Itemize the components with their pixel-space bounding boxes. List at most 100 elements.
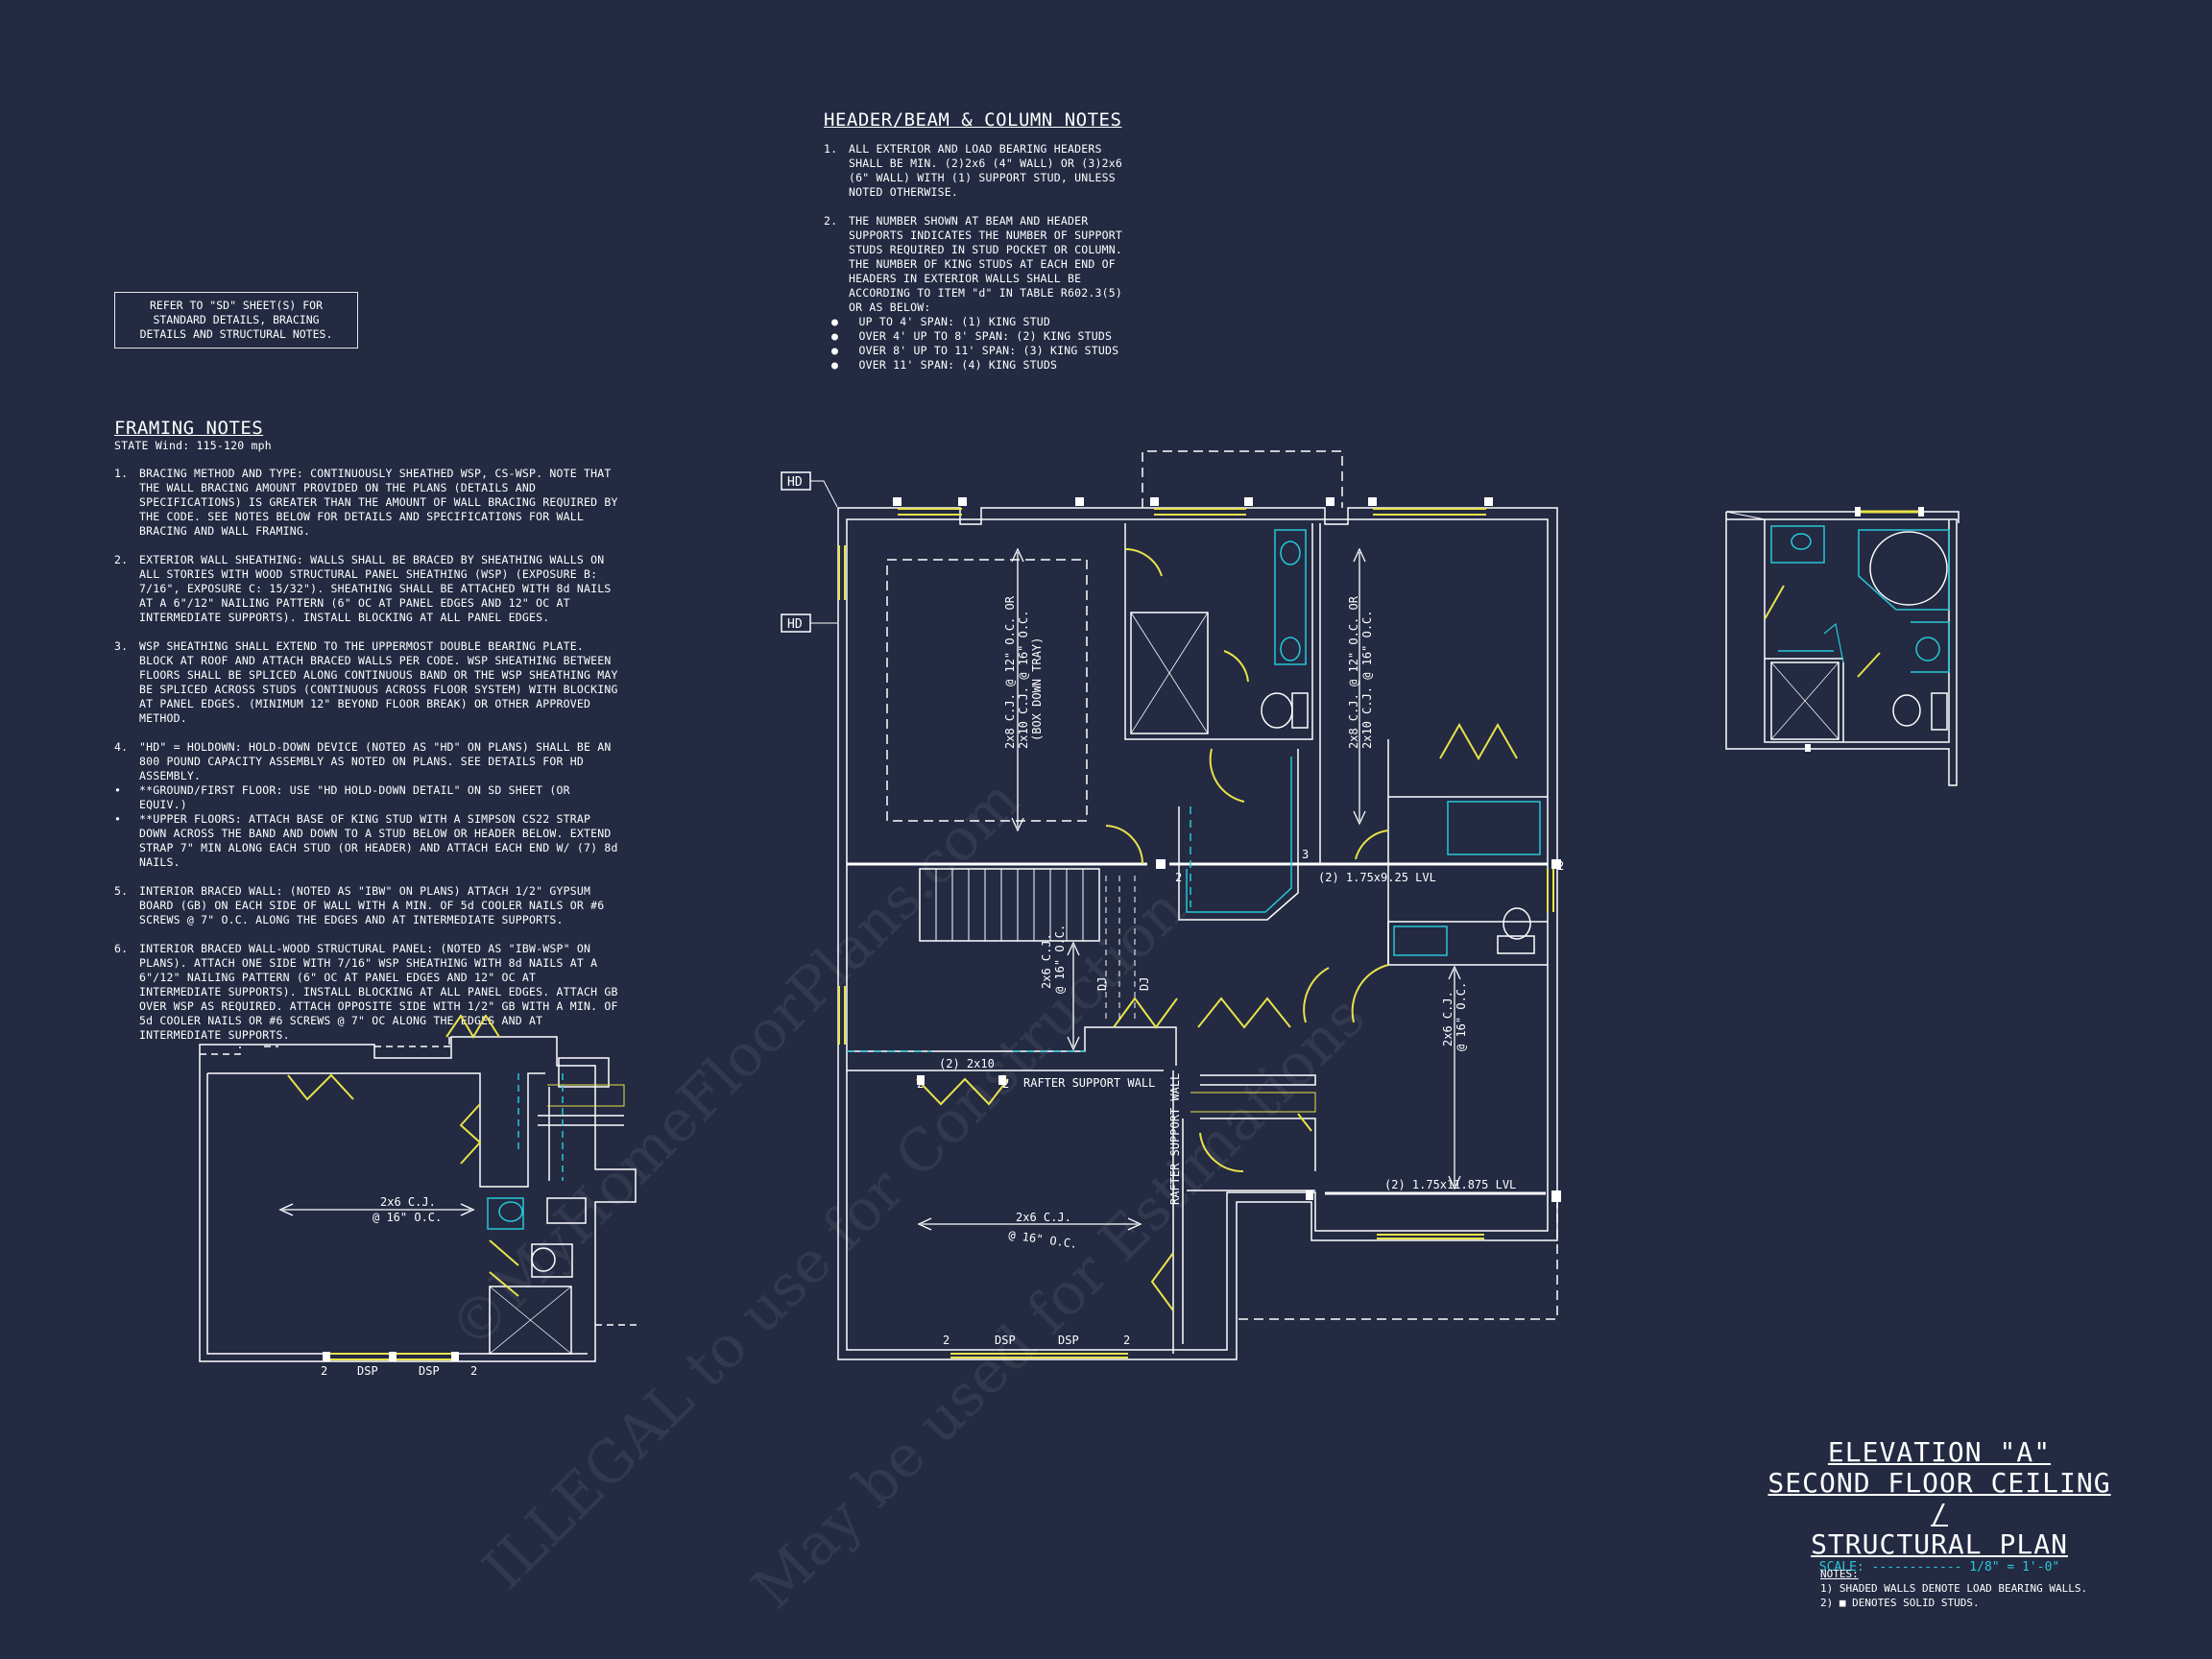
header-beam-notes: HEADER/BEAM & COLUMN NOTES 1. ALL EXTERI… xyxy=(824,109,1131,373)
note-text: THE NUMBER SHOWN AT BEAM AND HEADER SUPP… xyxy=(849,214,1122,314)
framing-note-5: 5.INTERIOR BRACED WALL: (NOTED AS "IBW" … xyxy=(114,884,605,926)
main-floor-plan: HD HD 2x8 C.J. @ 12" O.C. OR 2x10 C.J. @… xyxy=(781,450,1564,1360)
elevation-title-line: SECOND FLOOR CEILING / xyxy=(1767,1467,2111,1529)
note-number: 2. xyxy=(824,214,838,228)
bath2-toilet-tank xyxy=(1497,935,1535,954)
bath2-vanity xyxy=(1393,926,1448,956)
framing-note-6: 6.INTERIOR BRACED WALL-WOOD STRUCTURAL P… xyxy=(114,942,618,1042)
list-item: ● OVER 8' UP TO 11' SPAN: (3) KING STUDS xyxy=(831,344,1119,357)
exterior-wall-outer xyxy=(837,507,1558,1360)
cj-label: 2x10 C.J. @ 16" O.C. xyxy=(1017,611,1030,750)
master-vanity xyxy=(1274,529,1307,665)
framing-notes-title: FRAMING NOTES xyxy=(114,418,264,439)
list-item: ● OVER 11' SPAN: (4) KING STUDS xyxy=(831,358,1058,372)
tray-label: (BOX DOWN TRAY) xyxy=(1030,637,1044,741)
scale-label: SCALE: ------------ 1/8" = 1'-0" xyxy=(1818,1560,2060,1575)
rafter-wall-label-vertical: RAFTER SUPPORT WALL xyxy=(1168,1073,1182,1205)
stud-count: 2 xyxy=(1002,1077,1009,1091)
header-notes-body: 1. ALL EXTERIOR AND LOAD BEARING HEADERS… xyxy=(824,142,1131,373)
framing-note-1: 1.BRACING METHOD AND TYPE: CONTINUOUSLY … xyxy=(114,467,618,538)
shelf xyxy=(1200,1074,1316,1086)
stud-count: 3 xyxy=(1302,848,1309,861)
cj-label: @ 16" O.C. xyxy=(1455,982,1468,1051)
lvl-label: (2) 1.75x9.25 LVL xyxy=(1318,871,1436,884)
cj-label: 2x6 C.J. xyxy=(1441,991,1455,1046)
header-notes-title: HEADER/BEAM & COLUMN NOTES xyxy=(824,109,1122,131)
closet-rod xyxy=(1186,757,1292,913)
exterior-wall-inner xyxy=(846,518,1549,1351)
porch-outline xyxy=(1238,1200,1558,1320)
dj-label: DJ xyxy=(1095,977,1109,991)
list-item: ● UP TO 4' SPAN: (1) KING STUD xyxy=(831,315,1050,328)
framing-notes-subtitle: STATE Wind: 115-120 mph xyxy=(114,439,272,452)
rafter-support-wall xyxy=(1172,1070,1184,1354)
toilet-tank xyxy=(1291,692,1309,729)
refer-line: REFER TO "SD" SHEET(S) FOR xyxy=(149,299,323,312)
stud-count: 2 xyxy=(1123,1334,1130,1347)
shelving-hatch xyxy=(1190,1092,1316,1113)
right-partial-plan xyxy=(1725,507,1960,786)
cj-label: 2x6 C.J. xyxy=(1016,1211,1071,1224)
tray-ceiling-outline xyxy=(886,559,1088,822)
rafter-wall-label: RAFTER SUPPORT WALL xyxy=(1023,1076,1155,1090)
dsp-label: DSP xyxy=(419,1364,440,1378)
framing-note-3: 3.WSP SHEATHING SHALL EXTEND TO THE UPPE… xyxy=(114,639,618,725)
dsp-label: DSP xyxy=(1058,1334,1079,1347)
sink xyxy=(1280,637,1301,661)
note-number: 1. xyxy=(824,142,838,156)
cj-label: 2x8 C.J. @ 12" O.C. OR xyxy=(1003,595,1017,749)
cj-label: 2x6 C.J. xyxy=(1040,933,1053,989)
stud-count: 2 xyxy=(943,1334,950,1347)
shower-drain xyxy=(1130,612,1209,734)
shower xyxy=(1130,612,1209,734)
refer-line: STANDARD DETAILS, BRACING xyxy=(153,313,320,326)
framing-note-4: 4."HD" = HOLDOWN: HOLD-DOWN DEVICE (NOTE… xyxy=(114,740,612,782)
closet2-walls xyxy=(1187,1118,1316,1191)
legend-title: NOTES: xyxy=(1820,1568,1859,1580)
framing-note-4a: •**GROUND/FIRST FLOOR: USE "HD HOLD-DOWN… xyxy=(114,783,570,811)
dj-label: DJ xyxy=(1138,977,1151,991)
header-note-2: 2. THE NUMBER SHOWN AT BEAM AND HEADER S… xyxy=(824,214,1131,315)
stud-count: 2 xyxy=(1557,859,1564,873)
cj-label: @ 16" O.C. xyxy=(373,1211,442,1224)
bay-outline xyxy=(1142,450,1343,508)
stud-count: 2 xyxy=(1175,871,1182,884)
framing-notes-body: 1.BRACING METHOD AND TYPE: CONTINUOUSLY … xyxy=(114,467,618,1043)
stud-count: 2 xyxy=(470,1364,477,1378)
header-note-1: 1. ALL EXTERIOR AND LOAD BEARING HEADERS… xyxy=(824,142,1131,200)
legend-item: 2) ■ DENOTES SOLID STUDS. xyxy=(1820,1597,1980,1609)
lvl-label: (2) 1.75x11.875 LVL xyxy=(1384,1178,1516,1191)
elevation-title-block: ELEVATION "A" SECOND FLOOR CEILING / STR… xyxy=(1757,1437,2122,1575)
refer-line: DETAILS AND STRUCTURAL NOTES. xyxy=(139,327,333,341)
dsp-label: DSP xyxy=(995,1334,1016,1347)
sink xyxy=(1280,541,1301,565)
list-item: ● OVER 4' UP TO 8' SPAN: (2) KING STUDS xyxy=(831,329,1113,343)
legend-notes: NOTES: 1) SHADED WALLS DENOTE LOAD BEARI… xyxy=(1820,1567,2166,1610)
toilet xyxy=(1261,692,1293,729)
framing-note-2: 2.EXTERIOR WALL SHEATHING: WALLS SHALL B… xyxy=(114,553,612,624)
header-label: (2) 2x10 xyxy=(939,1057,995,1070)
note-text: ALL EXTERIOR AND LOAD BEARING HEADERS SH… xyxy=(849,142,1122,199)
bathtub xyxy=(1447,801,1541,855)
cj-label: 2x8 C.J. @ 12" O.C. OR xyxy=(1347,595,1360,749)
legend-item: 1) SHADED WALLS DENOTE LOAD BEARING WALL… xyxy=(1820,1582,2088,1595)
bath-walls xyxy=(1124,523,1313,740)
bath2-walls xyxy=(1387,796,1548,965)
king-stud-list: ● UP TO 4' SPAN: (1) KING STUD ● OVER 4'… xyxy=(831,315,1131,373)
refer-sd-box: REFER TO "SD" SHEET(S) FOR STANDARD DETA… xyxy=(114,292,358,349)
framing-notes: FRAMING NOTES STATE Wind: 115-120 mph 1.… xyxy=(114,418,618,1057)
stair-outline xyxy=(919,868,1100,942)
left-partial-plan: 2x6 C.J. @ 16" O.C. DSP DSP 2 2 xyxy=(199,1014,638,1378)
cj-label: 2x10 C.J. @ 16" O.C. xyxy=(1360,611,1374,750)
closet-walls xyxy=(1178,749,1299,921)
hall-walls xyxy=(847,1026,1177,1071)
dsp-label: DSP xyxy=(357,1364,378,1378)
elevation-title-line: STRUCTURAL PLAN xyxy=(1811,1528,2068,1560)
bath2-toilet xyxy=(1503,907,1531,940)
interior-wall xyxy=(1387,739,1548,966)
cj-label: 2x6 C.J. xyxy=(380,1195,436,1209)
stud-count: 2 xyxy=(917,1077,924,1091)
framing-note-4b: •**UPPER FLOORS: ATTACH BASE OF KING STU… xyxy=(114,812,618,869)
hd-label: HD xyxy=(787,475,803,490)
